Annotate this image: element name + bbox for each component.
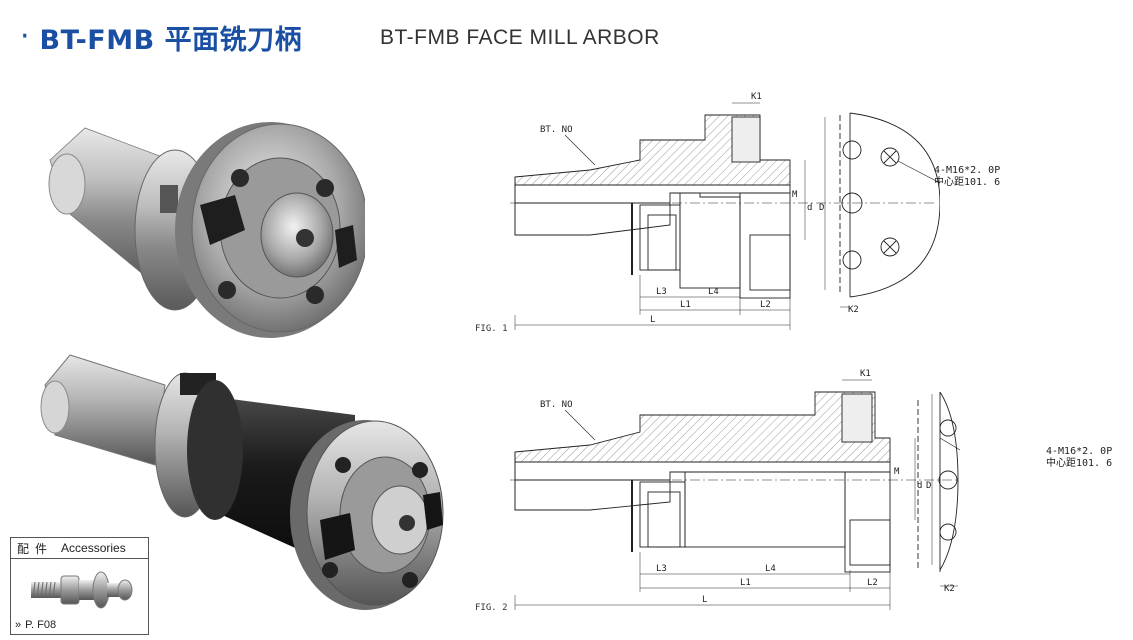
fig1-part-label: BT. NO [540,125,573,135]
fig1-dim-l: L [650,315,655,325]
fig2-dim-d: d [917,481,922,491]
accessories-box: 配件 Accessories »P. F08 [10,537,149,635]
fig1-dim-d: d [807,203,812,213]
fig1-label: FIG. 1 [475,324,508,334]
fig2-thread-callout: 4-M16*2. 0P 中心距101. 6 [1046,446,1113,469]
fig1-dim-l2: L2 [760,300,771,310]
fig1-dim-l4: L4 [708,287,719,297]
fig2-dim-l3: L3 [656,564,667,574]
fig2-part-label: BT. NO [540,400,573,410]
fig1-dim-D: D [819,203,824,213]
fig2-dim-k2: K2 [944,584,955,594]
arbor-photo-long [40,354,444,610]
fig2-label: FIG. 2 [475,603,508,613]
title-bullet: · [20,19,30,54]
fig2-dim-D: D [926,481,931,491]
fig2-dim-l2: L2 [867,578,878,588]
accessories-label-en: Accessories [61,541,126,555]
page-header: · BT-FMB 平面铣刀柄 [20,14,302,60]
fig2-dim-l: L [702,595,707,605]
accessories-label-cn: 配件 [17,541,54,556]
fig1-thread-callout: 4-M16*2. 0P 中心距101. 6 [934,165,1001,188]
page-title: BT-FMB 平面铣刀柄 [39,24,303,56]
fig1-dim-l3: L3 [656,287,667,297]
fig2-dim-l1: L1 [740,578,751,588]
arbor-photo-short [48,122,365,338]
fig2-dim-l4: L4 [765,564,776,574]
accessories-header: 配件 Accessories [11,538,148,559]
fig1-dim-k2: K2 [848,305,859,315]
page-subtitle: BT-FMB FACE MILL ARBOR [380,26,660,49]
fig1-dim-k1: K1 [751,92,762,102]
fig1-dim-m: M [792,190,798,200]
fig1-dim-l1: L1 [680,300,691,310]
pull-stud-image [31,571,133,609]
accessories-page-ref: »P. F08 [15,619,57,631]
technical-drawing-fig1: FIG. 1 BT. NO L L1 L2 L3 L4 K1 K2 M d D [475,92,940,334]
fig2-dim-m: M [894,467,900,477]
fig2-dim-k1: K1 [860,369,871,379]
technical-drawing-fig2: FIG. 2 BT. NO L L1 L2 L3 L4 K1 K2 M d D [475,369,960,613]
double-chevron-icon: » [15,619,22,631]
